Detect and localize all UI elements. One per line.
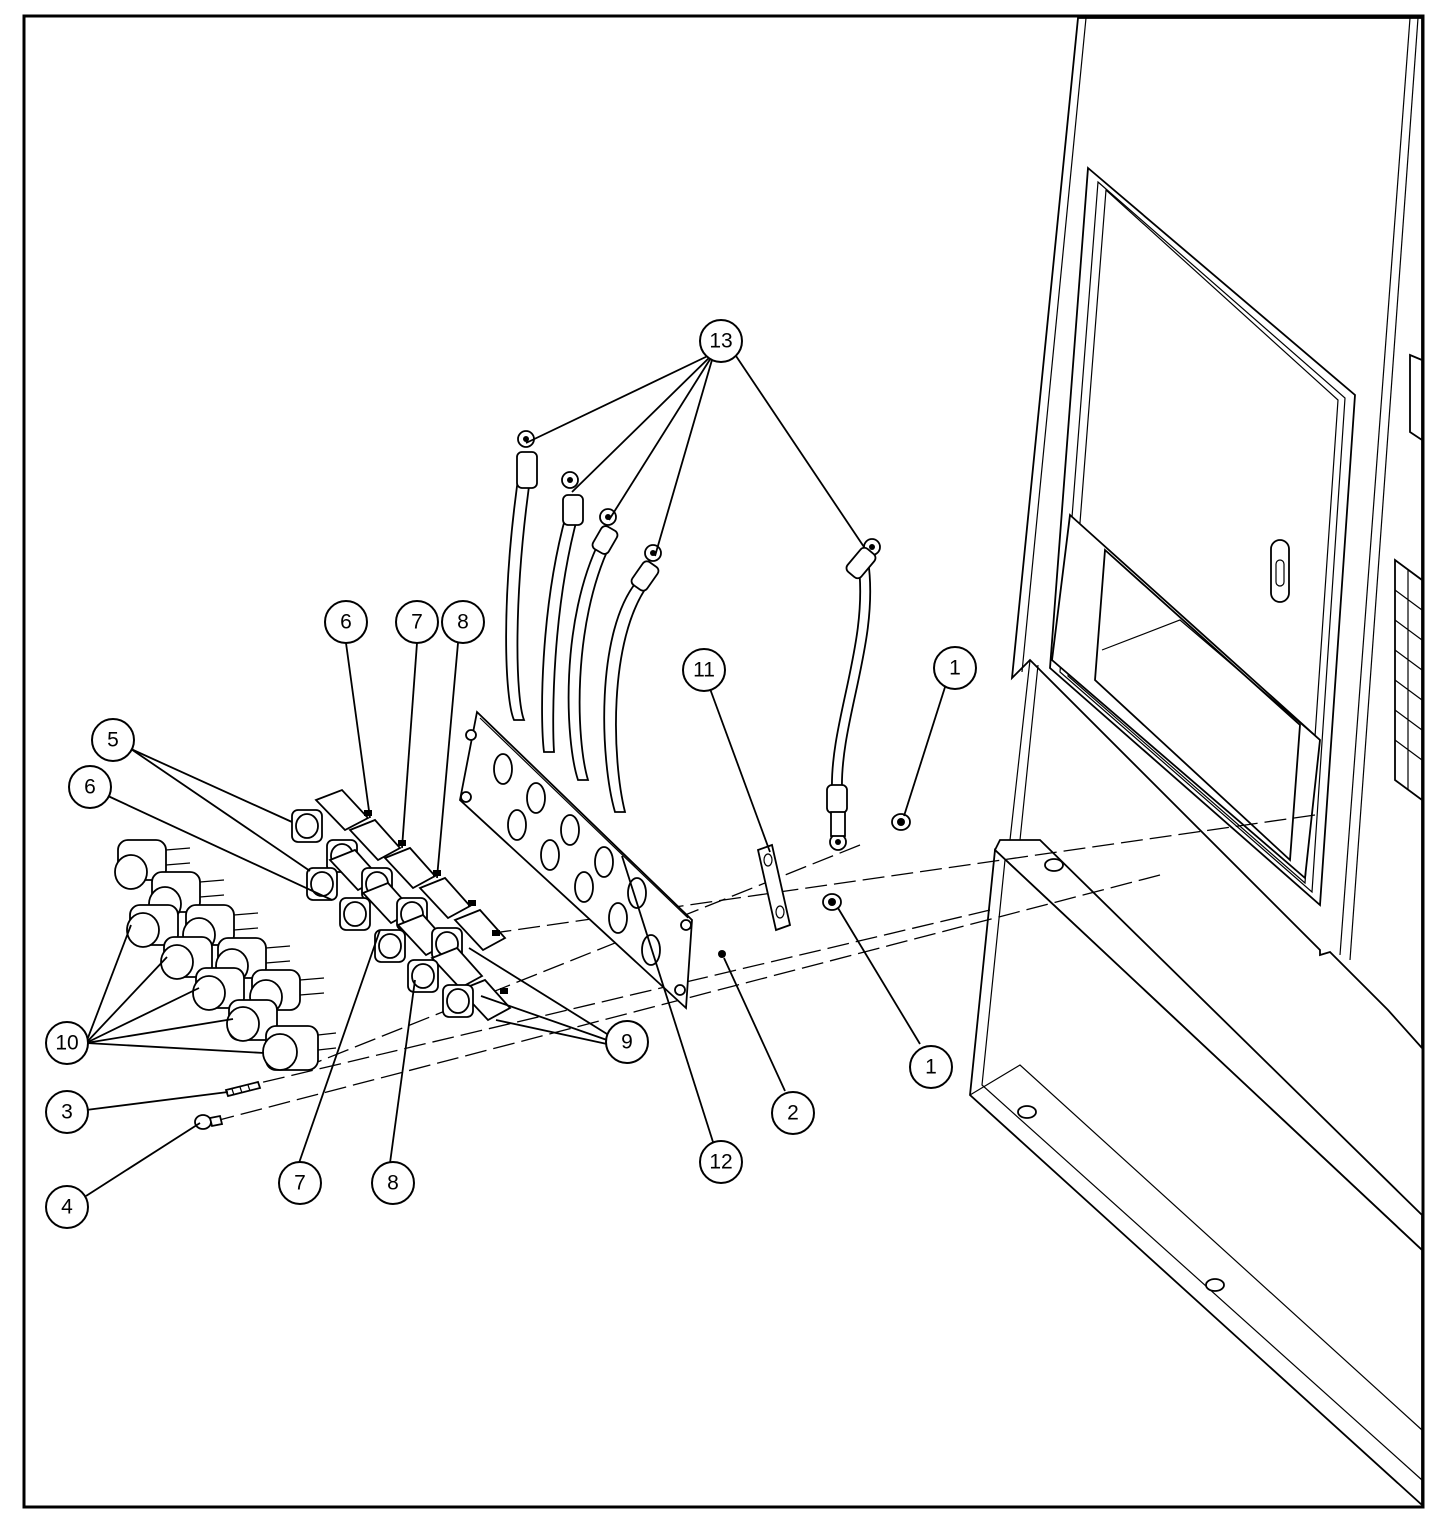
plate-terminal-holes	[493, 753, 661, 966]
svg-text:10: 10	[55, 1032, 78, 1055]
terminal-plate	[459, 710, 693, 1010]
callout-6-top: 6	[324, 600, 368, 644]
louver-grille	[1394, 353, 1423, 802]
cable-assemblies	[505, 430, 881, 851]
mounting-hole	[1017, 1105, 1037, 1119]
callout-5: 5	[91, 718, 135, 762]
callout-12: 12	[699, 1140, 743, 1184]
callout-8-top: 8	[441, 600, 485, 644]
nut	[891, 813, 911, 831]
mounting-hole	[1205, 1278, 1225, 1292]
callout-13: 13	[699, 319, 743, 363]
door-latch	[1270, 539, 1290, 603]
bolt	[194, 1114, 224, 1130]
callout-9: 9	[605, 1020, 649, 1064]
leader-lines	[85, 352, 947, 1197]
callout-1-bottom: 1	[909, 1045, 953, 1089]
washer	[718, 950, 726, 958]
svg-text:4: 4	[61, 1196, 73, 1219]
svg-text:11: 11	[693, 659, 715, 682]
generator-cabinet	[969, 17, 1423, 1508]
callout-6-left: 6	[68, 765, 112, 809]
callout-8-bottom: 8	[371, 1161, 415, 1205]
nut	[822, 893, 842, 911]
svg-text:1: 1	[925, 1056, 937, 1079]
svg-text:3: 3	[61, 1101, 73, 1124]
callout-7-bottom: 7	[278, 1161, 322, 1205]
svg-text:7: 7	[294, 1172, 306, 1195]
svg-text:2: 2	[787, 1102, 799, 1125]
ring-terminal	[826, 784, 848, 851]
mounting-hole	[1044, 858, 1064, 872]
svg-text:7: 7	[411, 611, 423, 634]
insulator-assemblies	[291, 788, 512, 1022]
link-bar	[756, 843, 792, 932]
svg-text:5: 5	[107, 729, 119, 752]
ring-terminal	[516, 430, 538, 489]
svg-text:8: 8	[387, 1172, 399, 1195]
svg-text:6: 6	[340, 611, 352, 634]
svg-text:6: 6	[84, 776, 96, 799]
callout-7-top: 7	[395, 600, 439, 644]
svg-text:12: 12	[709, 1151, 732, 1174]
svg-text:13: 13	[709, 330, 732, 353]
svg-text:9: 9	[621, 1031, 633, 1054]
callout-10: 10	[45, 1021, 89, 1065]
callout-3: 3	[45, 1090, 89, 1134]
screw	[224, 1080, 262, 1098]
callout-4: 4	[45, 1185, 89, 1229]
ring-terminal	[561, 471, 584, 526]
svg-text:1: 1	[949, 657, 961, 680]
ring-terminal	[591, 508, 619, 555]
lug-connectors	[114, 839, 337, 1071]
callout-11: 11	[682, 648, 726, 692]
svg-text:8: 8	[457, 611, 469, 634]
drawing-border	[22, 14, 1425, 1509]
callout-1-top: 1	[933, 646, 977, 690]
callout-2: 2	[771, 1091, 815, 1135]
